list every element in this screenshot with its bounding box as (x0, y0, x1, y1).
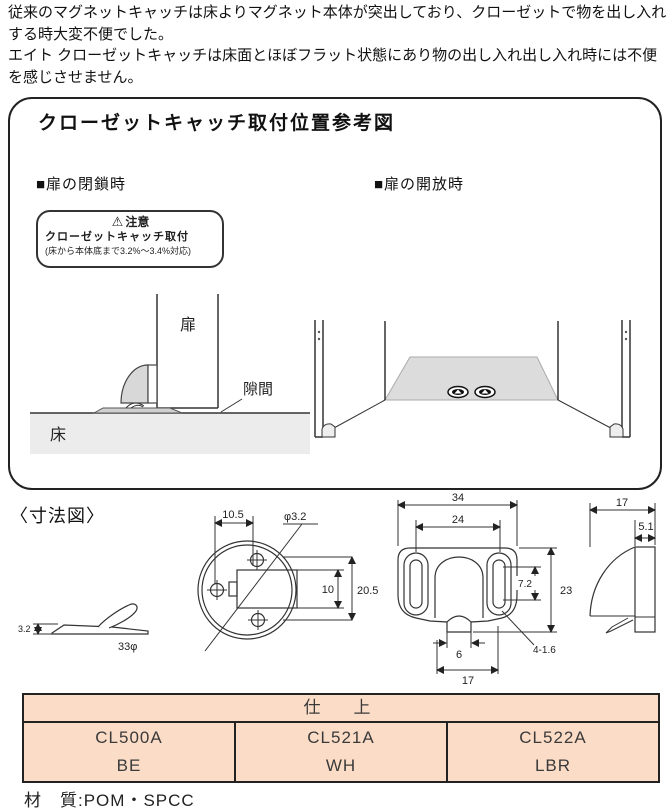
body-plan-view: 34 24 7.2 23 4-1.6 6 17 (397, 492, 572, 687)
open-door-diagram (314, 320, 631, 438)
finish-code: WH (325, 756, 357, 775)
model-name: CL500A (95, 728, 163, 747)
finish-cell-cl522a: CL522A LBR (448, 723, 658, 781)
hook-mark-2 (130, 404, 144, 409)
intro-paragraph-1: 従来のマグネットキャッチは床よりマグネット本体が突出しており、クローゼットで物を… (8, 4, 667, 43)
intro-paragraph-2: エイト クローゼットキャッチは床面とほぼフラット状態にあり物の出し入れ出し入れ時… (8, 47, 658, 86)
side-hook (605, 617, 634, 634)
floor-plate (92, 407, 183, 414)
finish-table-header: 仕 上 (24, 695, 658, 723)
body-side-view: 17 5.1 (589, 497, 656, 634)
dim-slot-pitch: 24 (452, 514, 464, 526)
dim-pitch: 10.5 (222, 509, 243, 521)
dimensions-heading: 〈寸法図〉 (10, 506, 105, 526)
material-note: 材 質:POM・SPCC (24, 791, 195, 810)
left-hinge-dot-1 (317, 330, 321, 334)
dim-outer-dia: 33φ (118, 641, 137, 653)
dim-hole-dia: φ3.2 (284, 511, 306, 523)
model-name: CL522A (519, 728, 587, 747)
dim-tab-width: 6 (456, 649, 462, 661)
figure-title: クローゼットキャッチ取付位置参考図 (38, 113, 396, 134)
floor-plate-left (447, 385, 469, 399)
plate-plan-view: 10 20.5 10.5 φ3.2 33φ (118, 509, 378, 653)
finish-table: 仕 上 CL500A BE CL521A WH CL522A LBR (22, 693, 660, 783)
dim-slot-len: 7.2 (518, 579, 532, 590)
closed-door-diagram: 扉 床 隙間 (30, 294, 310, 454)
warning-icon: ⚠ (111, 214, 124, 229)
caution-line-2: (床から本体底まで3.2%～3.4%対応) (45, 246, 192, 256)
door-label: 扉 (180, 316, 196, 334)
left-door-catch (321, 423, 336, 438)
screw-hole-top (247, 550, 267, 570)
closed-door-section-label: ■扉の閉鎖時 (36, 176, 127, 193)
dim-inner-width: 10 (322, 584, 334, 596)
finish-code: LBR (534, 756, 572, 775)
caution-box: ⚠注意 クローゼットキャッチ取付 (床から本体底まで3.2%～3.4%対応) (36, 210, 224, 268)
dim-side-top: 5.1 (638, 521, 653, 533)
dim-depth: 20.5 (357, 585, 378, 597)
caution-heading: ⚠注意 (45, 214, 216, 230)
right-hinge-dot-1 (624, 330, 628, 334)
dim-holes: 4-1.6 (533, 645, 556, 656)
gap-leader-line (220, 398, 243, 413)
dim-body-width: 34 (452, 492, 464, 504)
screw-hole-bottom (248, 610, 268, 630)
plate-side-view: 3.2 (18, 603, 149, 635)
finish-table-row: CL500A BE CL521A WH CL522A LBR (24, 723, 658, 781)
catch-strip (147, 364, 158, 404)
intro-text: 従来のマグネットキャッチは床よりマグネット本体が突出しており、クローゼットで物を… (8, 2, 667, 88)
dimension-drawings: 3.2 10 (18, 492, 656, 687)
finish-cell-cl521a: CL521A WH (236, 723, 448, 781)
caution-heading-text: 注意 (125, 215, 150, 229)
closet-floor (384, 356, 559, 401)
floor-plate-right (474, 385, 496, 399)
right-door-catch (609, 423, 624, 438)
dim-plate-height: 3.2 (18, 624, 31, 634)
dim-base-width: 17 (462, 675, 474, 687)
floor-label: 床 (50, 426, 66, 444)
catch-body (120, 364, 149, 404)
floor-area (30, 413, 310, 454)
reference-figure-box: クローゼットキャッチ取付位置参考図 ■扉の閉鎖時 ■扉の開放時 ⚠注意 クローゼ… (8, 97, 662, 490)
dim-side-width: 17 (616, 497, 628, 509)
screw-hole-left (207, 580, 227, 600)
open-door-section-label: ■扉の開放時 (374, 176, 465, 193)
gap-label: 隙間 (243, 381, 273, 398)
model-name: CL521A (307, 728, 375, 747)
right-hinge-dot-2 (624, 337, 628, 341)
finish-cell-cl500a: CL500A BE (24, 723, 236, 781)
caution-line-1: クローゼットキャッチ取付 (45, 231, 189, 243)
left-hinge-dot-2 (317, 337, 321, 341)
dim-body-height: 23 (560, 585, 572, 597)
finish-code: BE (116, 756, 142, 775)
